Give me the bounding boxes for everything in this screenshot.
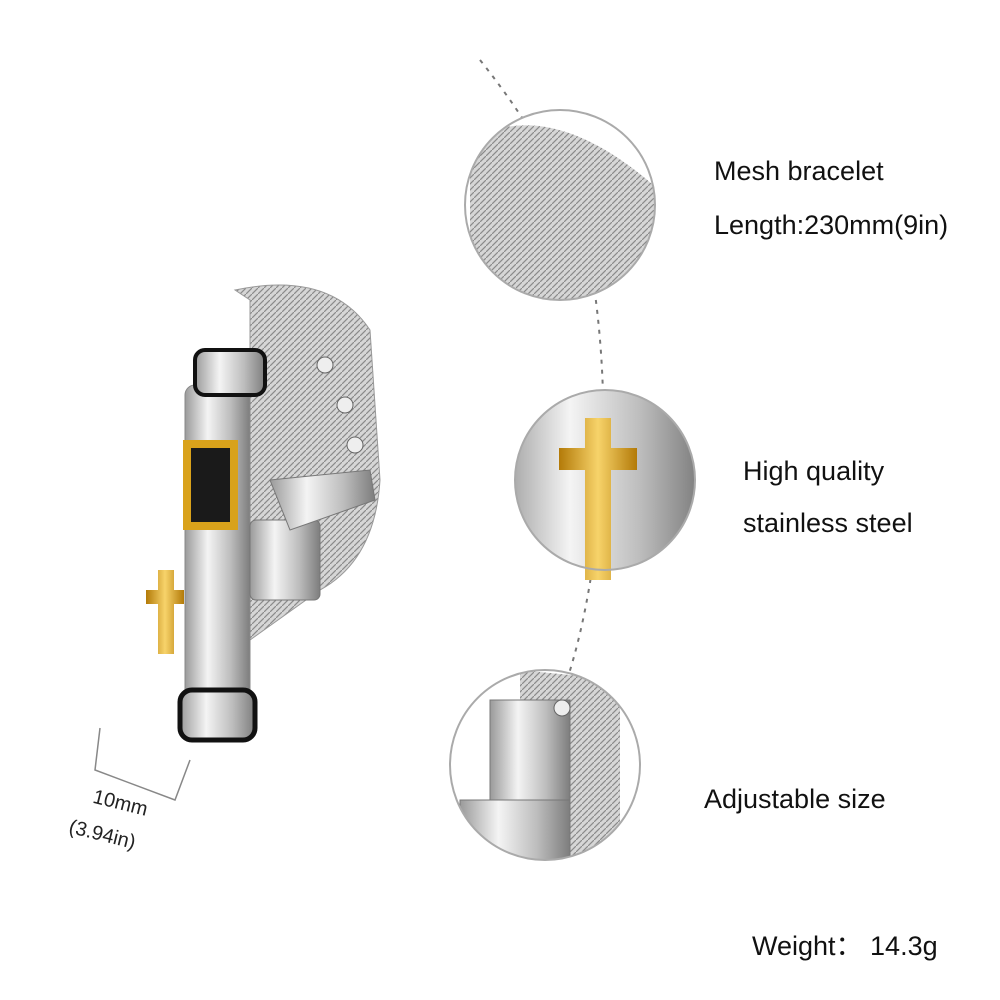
detail-circle-buckle bbox=[449, 669, 641, 861]
feature-material: stainless steel bbox=[743, 508, 913, 538]
detail-circle-cross bbox=[514, 389, 696, 580]
dimension-bracket bbox=[94, 727, 191, 801]
bracelet-image bbox=[146, 284, 381, 743]
feature-title-mesh: Mesh bracelet bbox=[714, 156, 884, 186]
weight-label: Weight： 14.3g bbox=[752, 931, 938, 961]
detail-circle-mesh bbox=[464, 109, 656, 301]
feature-title-quality: High quality bbox=[743, 456, 885, 486]
feature-adjustable: Adjustable size bbox=[704, 784, 886, 814]
feature-length: Length:230mm(9in) bbox=[714, 210, 949, 240]
